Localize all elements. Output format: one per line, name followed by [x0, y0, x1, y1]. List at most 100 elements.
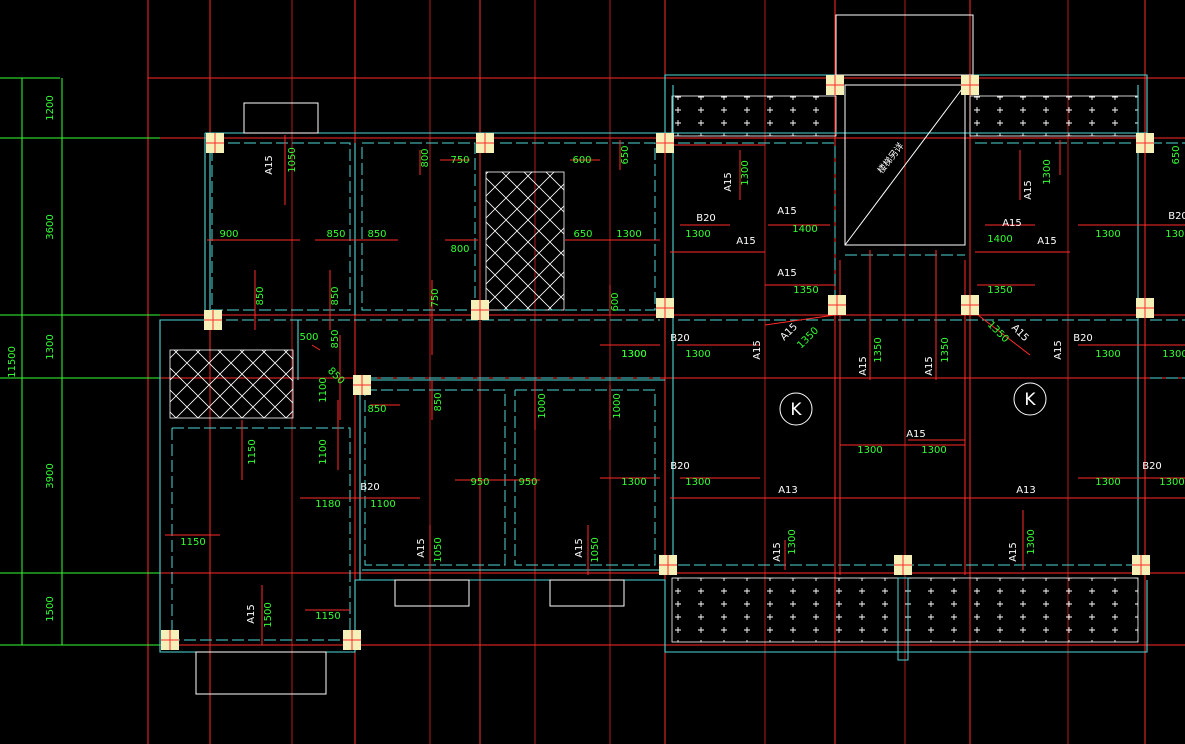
annotation-label: A15: [246, 604, 257, 624]
annotation-label: 1400: [987, 234, 1012, 245]
annotation-label: A15: [924, 356, 935, 376]
annotation-label: 1300: [1095, 477, 1120, 488]
annotation-label: 650: [620, 145, 631, 164]
annotation-label: 1150: [247, 439, 258, 464]
annotation-label: 1300: [921, 445, 946, 456]
annotation-label: B20: [1142, 461, 1162, 472]
annotation-label: A15: [777, 268, 797, 279]
annotation-label: B20: [670, 333, 690, 344]
annotation-label: 1300: [1026, 529, 1037, 554]
annotation-label: 850: [367, 404, 386, 415]
annotation-label: 1050: [287, 147, 298, 172]
annotation-label: B20: [1073, 333, 1093, 344]
annotation-label: 900: [219, 229, 238, 240]
annotation-label: 950: [470, 477, 489, 488]
annotation-label: 750: [450, 155, 469, 166]
annotation-label: 1350: [987, 285, 1012, 296]
annotation-label: 1300: [1095, 229, 1120, 240]
dimension-column: 11500 1200 3600 1300 3900 1500: [0, 77, 160, 646]
annotation-label: 950: [518, 477, 537, 488]
annotation-label: 1300: [621, 477, 646, 488]
annotation-label: A15: [1037, 236, 1057, 247]
annotation-label: A15: [778, 321, 800, 343]
annotation-label: 1300: [1165, 229, 1185, 240]
annotation-label: 1150: [180, 537, 205, 548]
annotation-label: 1350: [793, 285, 818, 296]
annotation-label: B20: [360, 482, 380, 493]
annotation-label: 850: [330, 329, 341, 348]
annotation-label: 1000: [612, 393, 623, 418]
annotation-label: 1180: [315, 499, 340, 510]
annotation-label: A15: [736, 236, 756, 247]
annotation-label: 1050: [433, 537, 444, 562]
annotation-label: A15: [264, 155, 275, 175]
annotation-label: 1500: [263, 602, 274, 627]
annotation-label: A15: [752, 340, 763, 360]
annotation-label: B20: [670, 461, 690, 472]
annotation-label: 800: [450, 244, 469, 255]
annotation-label: 600: [572, 155, 591, 166]
annotation-label: A15: [723, 172, 734, 192]
annotation-label: 1100: [370, 499, 395, 510]
annotation-label: B20: [696, 213, 716, 224]
annotation-label: 1350: [985, 319, 1011, 345]
annotation-label: 1150: [315, 611, 340, 622]
annotation-label: 850: [326, 229, 345, 240]
annotation-label: 600: [610, 292, 621, 311]
annotation-label: 1300: [1159, 477, 1184, 488]
dim-5: 1500: [45, 596, 56, 621]
openings: [195, 14, 974, 695]
annotation-label: 1300: [685, 229, 710, 240]
annotation-label: 1350: [940, 337, 951, 362]
annotation-label: 1300: [1095, 349, 1120, 360]
annotation-label: 1300: [857, 445, 882, 456]
annotation-label: B20: [1168, 211, 1185, 222]
annotation-label: A15: [416, 538, 427, 558]
annotation-label: A15: [574, 538, 585, 558]
annotation-label: A13: [778, 485, 798, 496]
annotation-label: 1300: [740, 160, 751, 185]
annotation-label: 1000: [537, 393, 548, 418]
axis-label-k-1: K: [790, 400, 802, 420]
annotation-label: 1400: [792, 224, 817, 235]
dim-4: 3900: [45, 463, 56, 488]
annotation-label: 1100: [318, 439, 329, 464]
axis-bubbles: K K: [779, 382, 1047, 426]
annotation-label: 1100: [318, 377, 329, 402]
annotation-label: 850: [433, 392, 444, 411]
stair-note: 楼梯另详: [875, 140, 907, 176]
annotation-label: A13: [1016, 485, 1036, 496]
annotation-label: 850: [367, 229, 386, 240]
annotation-label: A15: [777, 206, 797, 217]
hatched-areas: [169, 95, 1139, 643]
wall-outlines: [159, 74, 1148, 653]
dim-2: 3600: [45, 214, 56, 239]
axis-label-k-2: K: [1024, 390, 1036, 410]
annotation-label: 1300: [616, 229, 641, 240]
annotation-label: 1350: [873, 337, 884, 362]
annotation-label: 750: [430, 288, 441, 307]
annotation-label: A15: [1002, 218, 1022, 229]
annotation-label: 650: [573, 229, 592, 240]
annotation-label: A15: [906, 429, 926, 440]
annotation-label: 800: [420, 148, 431, 167]
annotation-label: 850: [330, 286, 341, 305]
annotation-label: 1300: [787, 529, 798, 554]
annotation-label: 650: [1171, 145, 1182, 164]
annotation-label: 1300: [685, 349, 710, 360]
annotation-label: 1300: [621, 349, 646, 360]
annotation-label: 850: [255, 286, 266, 305]
annotation-label: 1300: [621, 349, 646, 360]
rebar-lines: [165, 135, 1185, 645]
annotation-label: 1300: [1042, 159, 1053, 184]
annotation-label: A15: [858, 356, 869, 376]
annotation-label: 1050: [590, 537, 601, 562]
annotation-label: A15: [1053, 340, 1064, 360]
dim-1: 1200: [45, 95, 56, 120]
annotation-label: A15: [772, 542, 783, 562]
columns: [161, 75, 1154, 650]
total-dimension: 11500: [7, 346, 18, 378]
annotation-label: 1300: [685, 477, 710, 488]
annotation-labels: A15 1050 800 750 600 650 900 850 850 800 650 1300 85…: [180, 145, 1185, 627]
